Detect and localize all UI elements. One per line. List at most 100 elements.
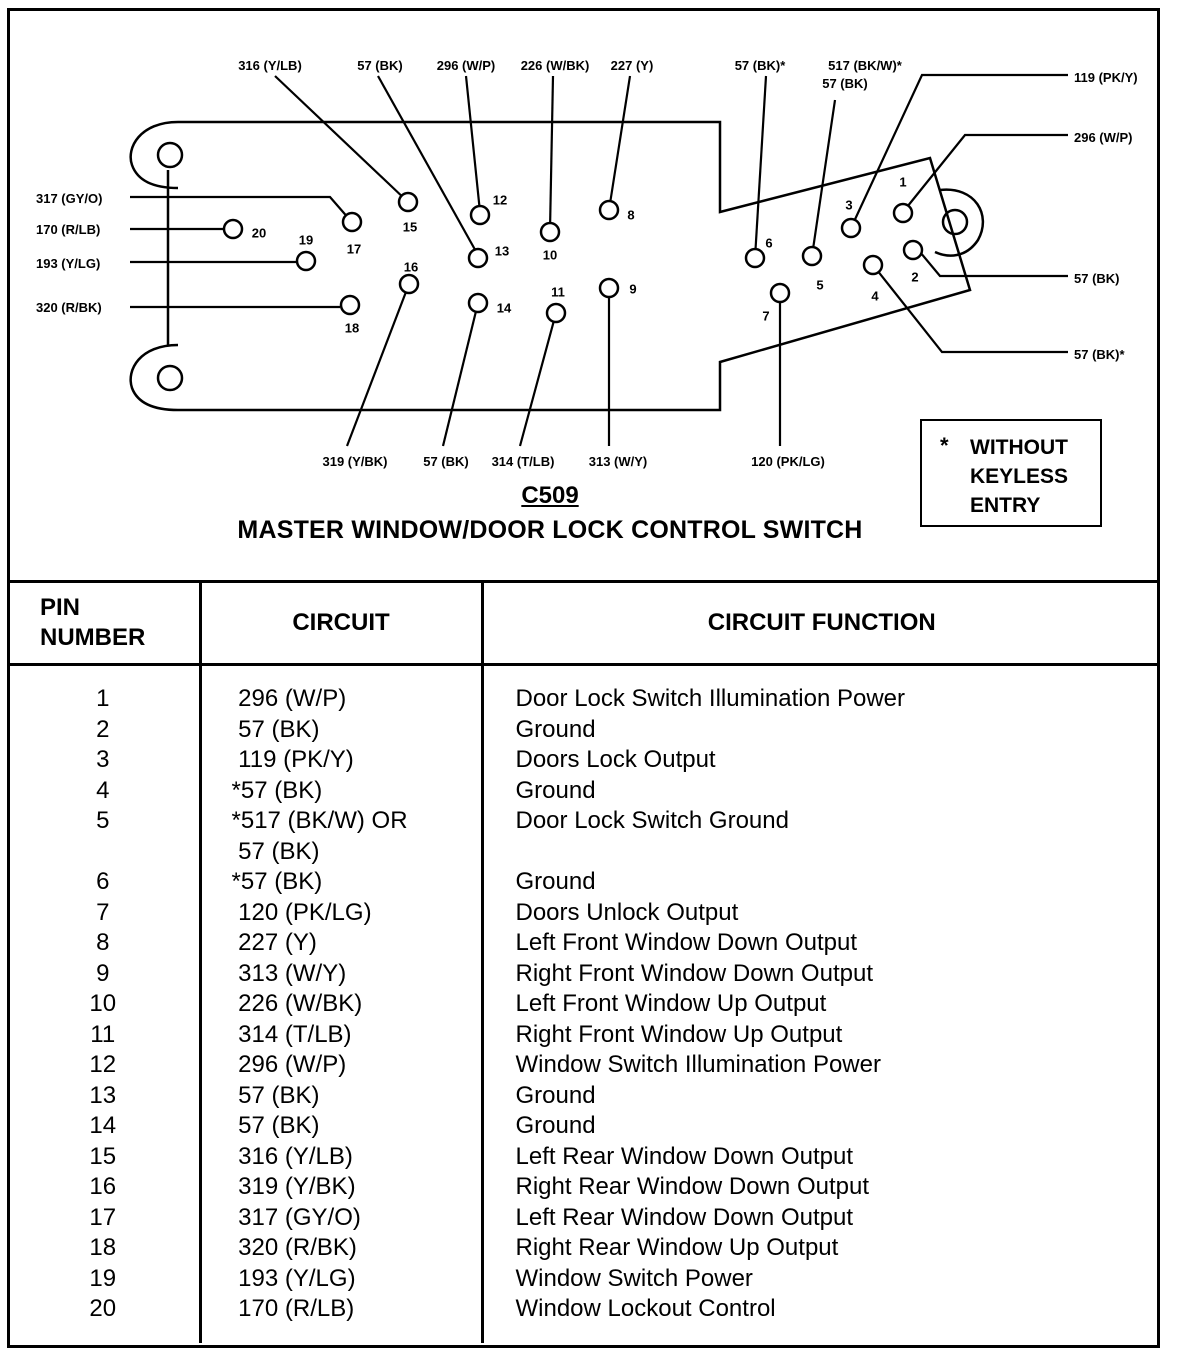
circuit-function-cell: Right Front Window Down Output <box>515 959 873 987</box>
pin-label-18: 18 <box>345 320 359 335</box>
note-text: WITHOUT KEYLESS ENTRY <box>970 436 1069 517</box>
pin-4 <box>862 254 884 276</box>
mounting-ear-top <box>129 120 179 190</box>
pin-12 <box>469 204 491 226</box>
pin-number-cell: 14 <box>89 1112 117 1139</box>
circuit-cell: 317 (GY/O) <box>231 1203 361 1231</box>
wire-label-w193: 193 (Y/LG) <box>36 256 100 271</box>
wire-label-w320: 320 (R/BK) <box>36 300 102 315</box>
pin-label-11: 11 <box>551 284 565 299</box>
pin-number-cell: 18 <box>89 1234 117 1261</box>
wire-label-w314: 314 (T/LB) <box>492 454 555 469</box>
pin-2 <box>902 239 924 261</box>
header-circuit: CIRCUIT <box>198 580 482 666</box>
wire-label-w57-star-top: 57 (BK)* <box>735 58 787 73</box>
circuit-cell: 227 (Y) <box>231 929 317 956</box>
wire-label-w119: 119 (PK/Y) <box>1074 70 1138 85</box>
wire-label-w120: 120 (PK/LG) <box>751 454 825 469</box>
wire-label-w313: 313 (W/Y) <box>589 454 648 469</box>
pin-17 <box>341 211 363 233</box>
circuit-cell: 57 (BK) <box>231 715 320 743</box>
pin-19 <box>295 250 317 272</box>
mounting-ear-bottom <box>129 343 179 412</box>
pin-label-4: 4 <box>871 288 879 303</box>
pin-9 <box>598 277 620 299</box>
wire-label-w227: 227 (Y) <box>611 58 654 73</box>
wire-label-w296-right: 296 (W/P) <box>1074 130 1133 145</box>
circuit-function-cell: Left Front Window Up Output <box>515 990 827 1017</box>
circuit-cell: *57 (BK) <box>231 868 323 895</box>
pin-13 <box>467 247 489 269</box>
pin-label-8: 8 <box>627 207 634 222</box>
circuit-cell: *517 (BK/W) OR <box>231 807 408 834</box>
pin-label-15: 15 <box>403 219 417 234</box>
circuit-function-cell: Window Switch Power <box>515 1264 753 1292</box>
circuit-column: 296 (W/P) 57 (BK) 119 (PK/Y)*57 (BK)*517… <box>198 664 482 1343</box>
pin-15 <box>397 191 419 213</box>
pin-1 <box>892 202 914 224</box>
pin-number-cell: 12 <box>89 1051 117 1078</box>
pin-11 <box>545 302 567 324</box>
circuit-cell: 57 (BK) <box>231 1081 320 1109</box>
circuit-function-cell: Right Front Window Up Output <box>515 1020 843 1048</box>
spacer <box>516 837 1161 868</box>
circuit-function-cell: Left Rear Window Down Output <box>515 1142 854 1170</box>
wire-label-w317: 317 (GY/O) <box>36 191 102 206</box>
pin-label-17: 17 <box>347 241 361 256</box>
pin-3 <box>840 217 862 239</box>
circuit-function-cell: Window Lockout Control <box>515 1295 776 1322</box>
pin-number-cell: 1 <box>96 685 110 712</box>
pin-16 <box>398 273 420 295</box>
pin-label-20: 20 <box>252 225 266 240</box>
circuit-cell: 320 (R/BK) <box>231 1234 357 1261</box>
pin-5 <box>801 245 823 267</box>
pin-number-cell: 20 <box>89 1295 117 1322</box>
pin-8 <box>598 199 620 221</box>
wire-label-w316: 316 (Y/LB) <box>238 58 302 73</box>
pin-14 <box>467 292 489 314</box>
pin-7 <box>769 282 791 304</box>
circuit-function-cell: Ground <box>515 776 596 804</box>
pin-number-cell: 11 <box>90 1020 116 1048</box>
circuit-function-cell: Window Switch Illumination Power <box>515 1051 881 1078</box>
circuit-function-cell: Right Rear Window Down Output <box>515 1173 869 1200</box>
circuit-function-cell: Door Lock Switch Illumination Power <box>515 685 906 712</box>
pin-number-cell: 15 <box>89 1142 117 1170</box>
wire-label-w57-top: 57 (BK) <box>357 58 403 73</box>
pin-number-cell: 3 <box>96 746 110 773</box>
pin-label-5: 5 <box>816 277 823 292</box>
pin-number-cell: 7 <box>96 898 110 926</box>
wire-label-w226: 226 (W/BK) <box>521 58 590 73</box>
table-header-row: PIN NUMBER CIRCUIT CIRCUIT FUNCTION <box>7 580 1160 666</box>
circuit-function-cell: Left Rear Window Down Output <box>515 1203 854 1231</box>
connector-outline <box>178 120 972 412</box>
pin-number-cell: 13 <box>89 1081 117 1109</box>
spacer <box>7 837 199 868</box>
pin-10 <box>539 221 561 243</box>
circuit-cell: 319 (Y/BK) <box>231 1173 356 1200</box>
circuit-cell: 314 (T/LB) <box>231 1020 352 1048</box>
circuit-function-cell: Ground <box>515 1081 596 1109</box>
pin-20 <box>222 218 244 240</box>
wire-label-w57-under517: 57 (BK) <box>822 76 868 91</box>
circuit-cell: 57 (BK) <box>231 1112 320 1139</box>
pin-number-cell: 19 <box>89 1264 117 1292</box>
pin-6 <box>744 247 766 269</box>
circuit-cell: 193 (Y/LG) <box>231 1264 356 1292</box>
wire-label-w296-top: 296 (W/P) <box>437 58 496 73</box>
pin-number-cell: 5 <box>96 807 110 834</box>
pin-label-19: 19 <box>299 232 313 247</box>
circuit-cell: 57 (BK) <box>231 837 320 865</box>
circuit-cell: 313 (W/Y) <box>231 959 347 987</box>
pin-number-cell: 6 <box>96 868 110 895</box>
circuit-function-cell: Ground <box>515 868 596 895</box>
circuit-cell: 119 (PK/Y) <box>231 746 354 773</box>
pin-number-cell: 17 <box>89 1203 117 1231</box>
pin-label-7: 7 <box>762 308 769 323</box>
legend-note: * WITHOUT KEYLESS ENTRY <box>920 419 1102 527</box>
pin-label-10: 10 <box>543 247 557 262</box>
pin-number-cell: 10 <box>89 990 117 1017</box>
circuit-function-cell: Ground <box>515 1112 596 1139</box>
pin-label-3: 3 <box>845 197 852 212</box>
